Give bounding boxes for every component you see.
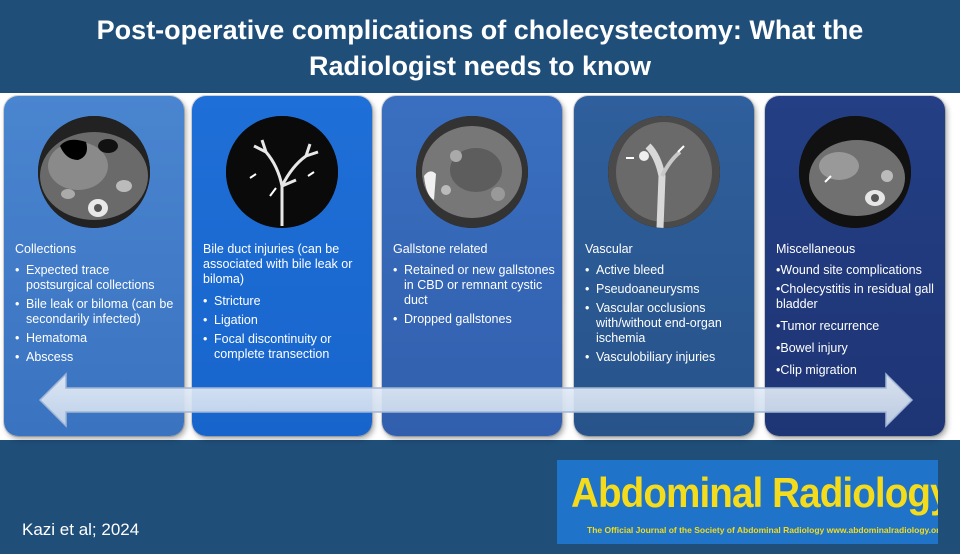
panel-heading: Collections [15, 242, 77, 256]
panel-heading: Bile duct injuries (can be associated wi… [203, 242, 353, 286]
ct-image-gallstone [416, 116, 528, 228]
journal-name: Abdominal Radiology [571, 469, 938, 516]
list-item: Stricture [203, 294, 367, 309]
list-item: •Wound site complications [776, 263, 922, 277]
ct-image-collections [38, 116, 150, 228]
double-arrow-icon [38, 372, 914, 428]
list-item: •Bowel injury [776, 341, 848, 355]
ct-image-vascular [608, 116, 720, 228]
list-item: Abscess [15, 350, 179, 365]
list-item: Expected trace postsurgical collections [15, 263, 179, 293]
journal-tagline: The Official Journal of the Society of A… [587, 525, 938, 535]
list-item: •Cholecystitis in residual gall bladder [776, 282, 934, 311]
title-line-1: Post-operative complications of cholecys… [96, 15, 864, 45]
cholangiogram-image [226, 116, 338, 228]
list-item: Hematoma [15, 331, 179, 346]
panel-miscellaneous: Miscellaneous •Wound site complications … [765, 96, 945, 436]
list-item: Focal discontinuity or complete transect… [203, 332, 367, 362]
list-item: Vasculobiliary injuries [585, 350, 749, 365]
list-item: •Tumor recurrence [776, 319, 880, 333]
panel-heading: Miscellaneous [776, 242, 856, 256]
page-title: Post-operative complications of cholecys… [0, 12, 960, 84]
panel-heading: Vascular [585, 242, 633, 256]
list-item: Active bleed [585, 263, 749, 278]
title-line-2: Radiologist needs to know [308, 51, 652, 81]
panel-bile-duct-injuries: Bile duct injuries (can be associated wi… [192, 96, 372, 436]
list-item: Vascular occlusions with/without end-org… [585, 301, 749, 346]
panel-heading: Gallstone related [393, 242, 488, 256]
list-item: •Clip migration [776, 363, 857, 377]
panel-gallstone-related: Gallstone related Retained or new gallst… [382, 96, 562, 436]
item-list: Stricture Ligation Focal discontinuity o… [203, 294, 367, 366]
item-list: Active bleed Pseudoaneurysms Vascular oc… [585, 263, 749, 369]
list-item: Pseudoaneurysms [585, 282, 749, 297]
item-list: Retained or new gallstones in CBD or rem… [393, 263, 557, 331]
panel-vascular: Vascular Active bleed Pseudoaneurysms Va… [574, 96, 754, 436]
panel-collections: Collections Expected trace postsurgical … [4, 96, 184, 436]
item-list: Expected trace postsurgical collections … [15, 263, 179, 369]
list-item: Dropped gallstones [393, 312, 557, 327]
ct-image-miscellaneous [799, 116, 911, 228]
list-item: Retained or new gallstones in CBD or rem… [393, 263, 557, 308]
journal-logo[interactable]: Abdominal Radiology The Official Journal… [557, 460, 938, 544]
list-item: Ligation [203, 313, 367, 328]
item-list: •Wound site complications •Cholecystitis… [776, 263, 940, 382]
list-item: Bile leak or biloma (can be secondarily … [15, 297, 179, 327]
citation: Kazi et al; 2024 [22, 520, 140, 539]
